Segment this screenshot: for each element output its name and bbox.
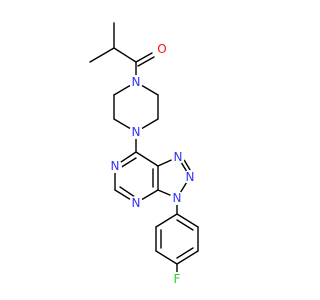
fluorine-atom: F — [170, 272, 184, 286]
bond-lines — [89, 22, 199, 275]
label-background — [171, 150, 185, 164]
bond — [89, 47, 115, 63]
triazole-n-top-atom: N — [171, 150, 185, 164]
bond — [135, 52, 153, 63]
label-background — [108, 159, 122, 173]
bond — [176, 219, 194, 231]
nitrogen-label: N — [174, 150, 183, 164]
label-background — [183, 170, 197, 184]
label-background — [155, 42, 169, 56]
bond — [155, 213, 178, 228]
bond — [155, 250, 178, 265]
pyrimidine-n-left-top-atom: N — [108, 159, 122, 173]
label-background — [170, 191, 184, 205]
oxygen-label: O — [157, 42, 166, 56]
bond — [176, 247, 194, 259]
bond — [119, 186, 136, 198]
nitrogen-label: N — [132, 196, 141, 210]
nitrogen-label: N — [186, 170, 195, 184]
nitrogen-label: N — [132, 125, 141, 139]
label-background — [129, 196, 143, 210]
molecule-structure: O N N N N N N N — [89, 22, 199, 286]
bond — [135, 151, 159, 167]
fluorine-label: F — [174, 272, 181, 286]
oxygen-atom: O — [155, 42, 169, 56]
triazole-n-right-atom: N — [183, 170, 197, 184]
bond — [113, 47, 137, 63]
piperazine-n-bottom-atom: N — [129, 125, 143, 139]
label-background — [129, 75, 143, 89]
atom-labels: O N N N N N N N — [108, 42, 197, 286]
pyrimidine-n-left-bottom-atom: N — [129, 196, 143, 210]
label-background — [129, 125, 143, 139]
triazole-n-bottom-atom: N — [170, 191, 184, 205]
bond — [176, 250, 199, 265]
nitrogen-label: N — [111, 159, 120, 173]
nitrogen-label: N — [132, 75, 141, 89]
nitrogen-label: N — [173, 191, 182, 205]
piperazine-n-top-atom: N — [129, 75, 143, 89]
bond — [119, 157, 137, 169]
label-background — [170, 272, 184, 286]
bond — [137, 56, 155, 67]
bond — [176, 213, 199, 228]
